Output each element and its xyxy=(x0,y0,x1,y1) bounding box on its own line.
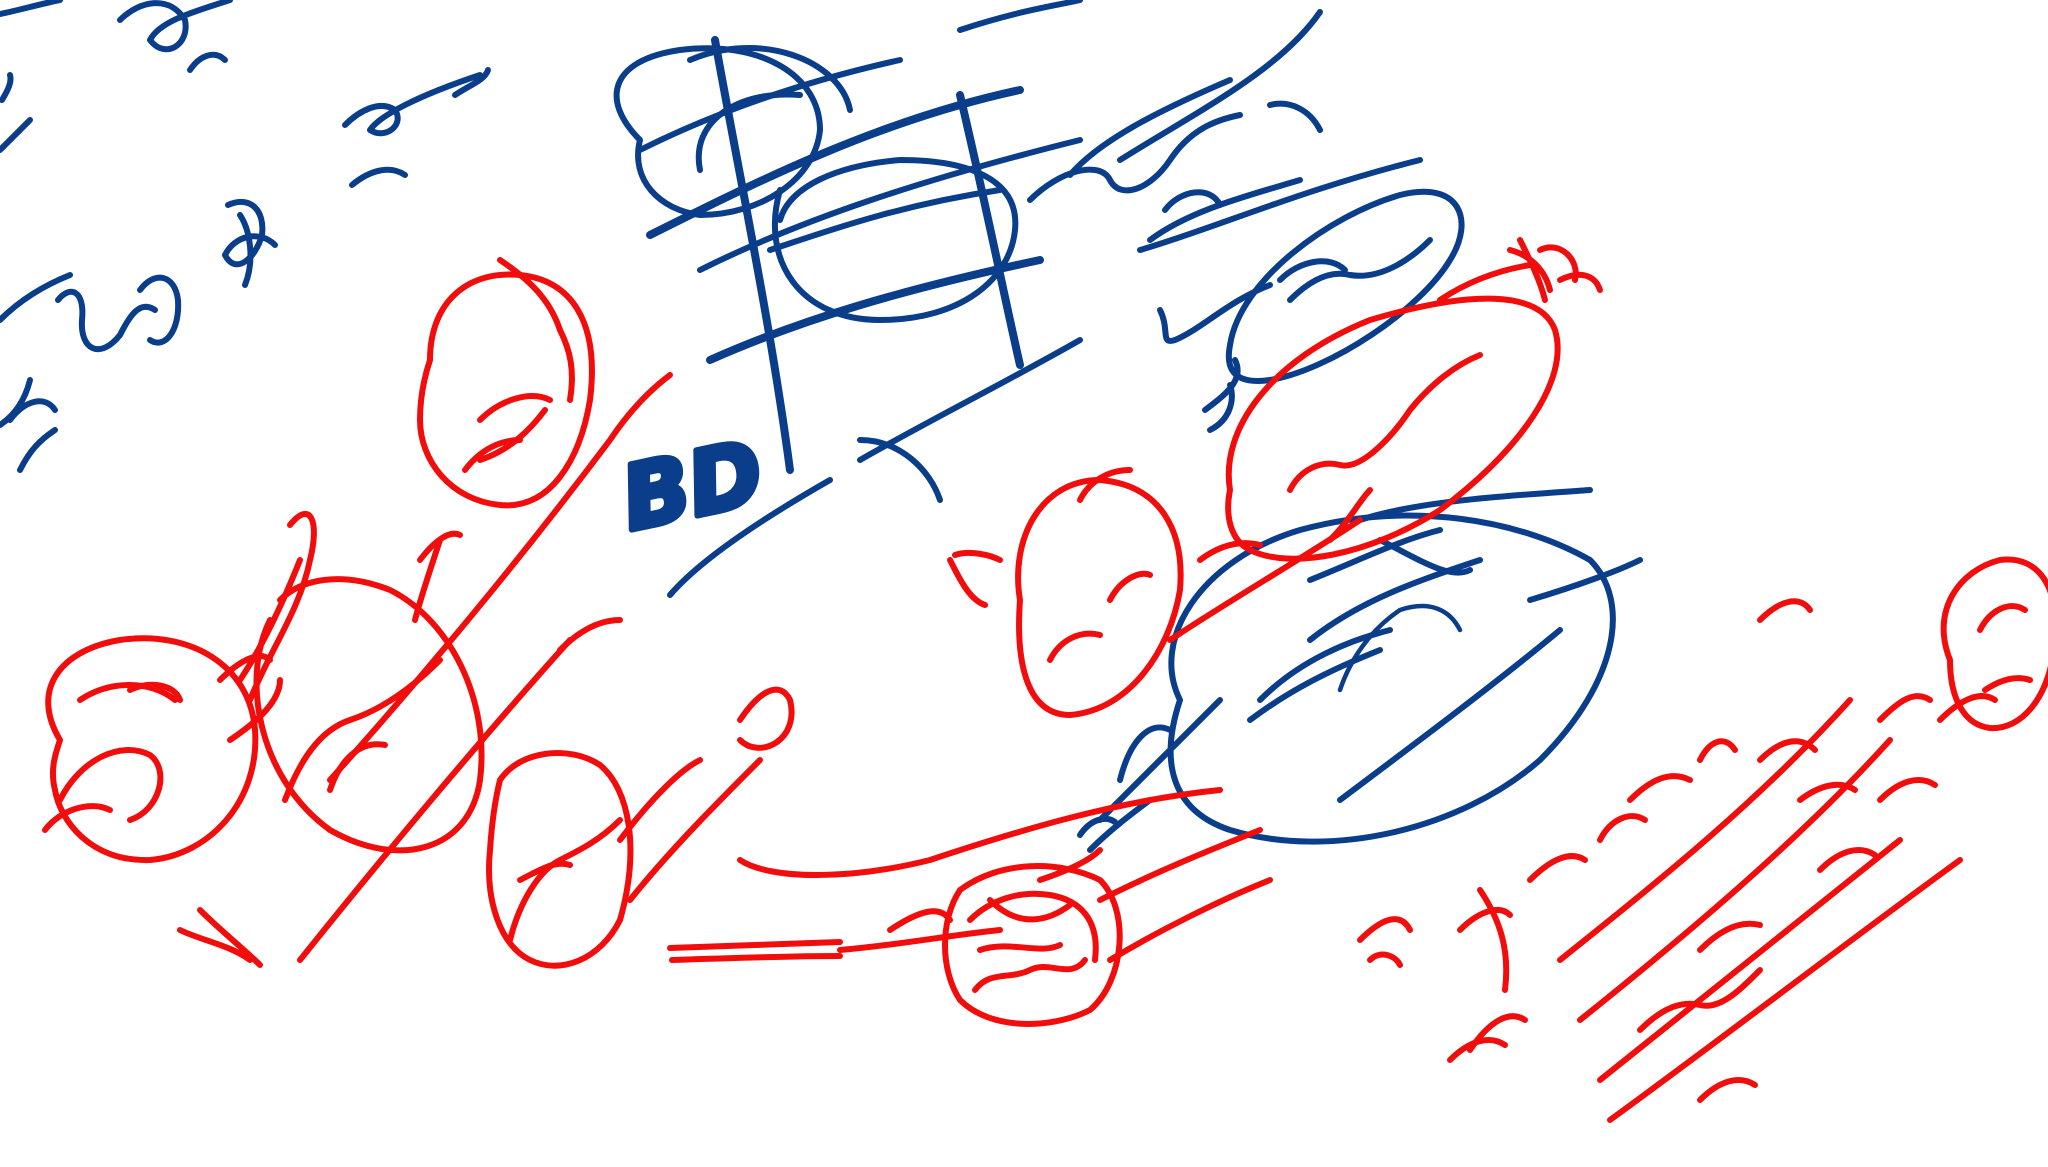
red-long-strokes xyxy=(327,372,1223,963)
blue-oval-upper xyxy=(1202,188,1465,433)
red-oval-upper xyxy=(1167,237,1603,643)
blue-bd-swoosh xyxy=(667,477,833,598)
blue-scribble-right-top xyxy=(1027,9,1423,344)
red-circle-left-2 xyxy=(177,511,485,968)
blue-ink-layer: BD xyxy=(0,0,1643,853)
red-circle-mid xyxy=(947,467,1184,718)
red-circle-left-top xyxy=(412,257,595,623)
red-circle-left-bottom xyxy=(297,617,763,969)
blue-scribble-top-left xyxy=(0,0,491,473)
red-ink-layer xyxy=(42,237,2048,1123)
red-cluster-bottom-right xyxy=(1357,556,2048,1123)
blue-framed-box xyxy=(613,0,1083,503)
red-circle-far-left xyxy=(42,635,259,864)
red-scribble-ball xyxy=(942,827,1273,1027)
